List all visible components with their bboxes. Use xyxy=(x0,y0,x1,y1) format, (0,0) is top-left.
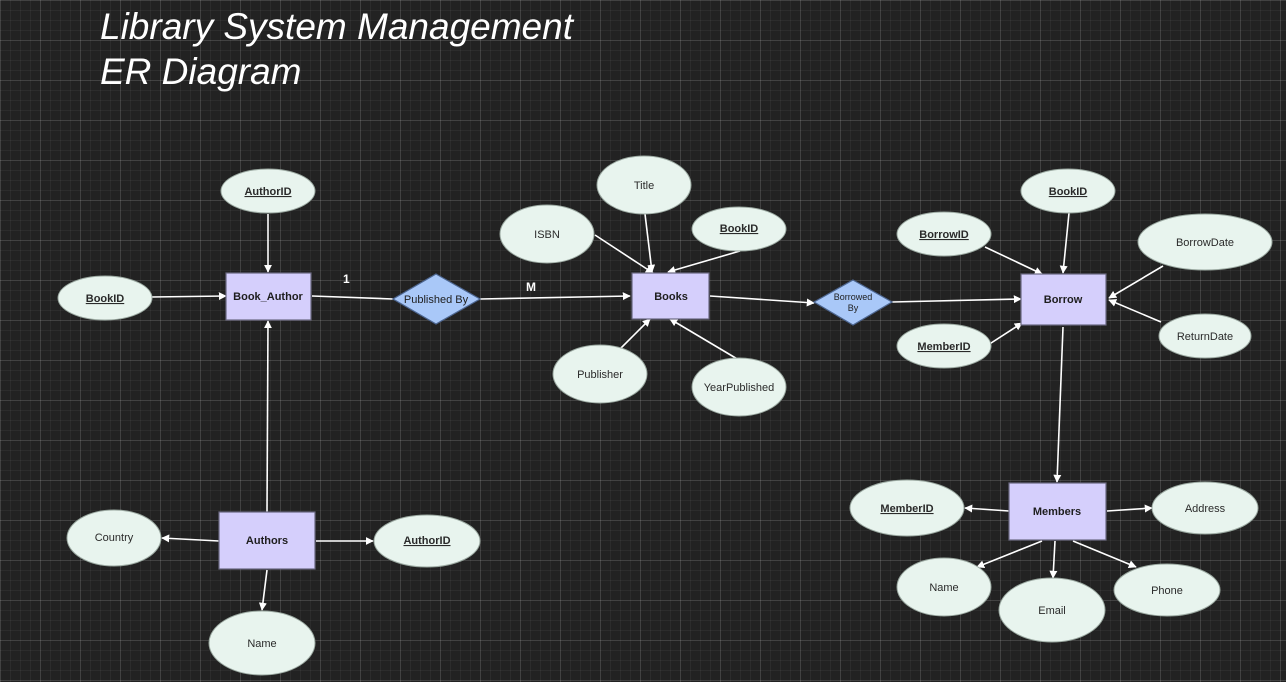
attribute-members-address-label: Address xyxy=(1185,503,1226,515)
relationship-borrowed-by[interactable]: Borrowed By xyxy=(812,279,894,326)
entity-book-author[interactable]: Book_Author xyxy=(225,272,312,321)
attribute-members-phone[interactable]: Phone xyxy=(1113,563,1221,617)
connector-authors-to-name xyxy=(258,569,268,611)
attribute-borrow-borrowdate[interactable]: BorrowDate xyxy=(1137,213,1273,271)
entity-books[interactable]: Books xyxy=(631,272,710,320)
connector-published-by-to-books xyxy=(479,292,631,301)
entity-borrow-label: Borrow xyxy=(1044,294,1083,306)
attribute-borrow-bookid[interactable]: BookID xyxy=(1020,168,1116,214)
connector-members-to-email xyxy=(1049,540,1058,579)
connector-books-to-borrowed-by xyxy=(709,295,815,307)
connector-borrowdate-to-borrow xyxy=(1108,265,1164,299)
attribute-borrow-borrowid-label: BorrowID xyxy=(919,229,969,241)
attribute-authors-country-label: Country xyxy=(95,532,134,544)
cardinality-many: M xyxy=(526,280,536,294)
attribute-authors-authorid-label: AuthorID xyxy=(403,535,450,547)
attribute-members-email[interactable]: Email xyxy=(998,577,1106,643)
connector-bookid-to-borrow xyxy=(1059,212,1070,274)
diagram-title-line-1: Library System Management xyxy=(100,6,573,47)
entity-authors[interactable]: Authors xyxy=(218,511,316,570)
entity-books-label: Books xyxy=(654,291,688,303)
attribute-books-title[interactable]: Title xyxy=(596,155,692,215)
attribute-members-email-label: Email xyxy=(1038,605,1066,617)
attribute-books-yearpublished[interactable]: YearPublished xyxy=(691,357,787,417)
attribute-borrow-returndate[interactable]: ReturnDate xyxy=(1158,313,1252,359)
connector-bookid-to-books xyxy=(667,250,741,274)
connector-returndate-to-borrow xyxy=(1108,299,1162,323)
relationship-published-by-label: Published By xyxy=(404,294,469,306)
connector-authors-to-book-author xyxy=(263,320,272,513)
entity-borrow[interactable]: Borrow xyxy=(1020,273,1107,326)
attribute-borrow-borrowid[interactable]: BorrowID xyxy=(896,211,992,257)
attribute-authors-name-label: Name xyxy=(247,638,276,650)
entity-book-author-label: Book_Author xyxy=(233,291,303,303)
attribute-books-isbn[interactable]: ISBN xyxy=(499,204,595,264)
attribute-members-phone-label: Phone xyxy=(1151,585,1183,597)
connectors xyxy=(150,212,1164,611)
attribute-members-address[interactable]: Address xyxy=(1151,481,1259,535)
connector-publisher-to-books xyxy=(618,318,651,351)
attribute-authors-name[interactable]: Name xyxy=(208,610,316,676)
attribute-members-memberid[interactable]: MemberID xyxy=(849,479,965,537)
connector-memberid-to-borrow xyxy=(987,322,1023,346)
connector-borrow-to-members xyxy=(1053,326,1064,483)
attribute-borrow-returndate-label: ReturnDate xyxy=(1177,331,1233,343)
attribute-members-name-label: Name xyxy=(929,582,958,594)
attribute-books-yearpublished-label: YearPublished xyxy=(704,382,775,394)
attribute-book-author-authorid-label: AuthorID xyxy=(244,186,291,198)
connector-borrowed-by-to-borrow xyxy=(891,295,1022,304)
diagram-title: Library System Management ER Diagram xyxy=(100,4,573,94)
connector-members-to-name xyxy=(976,540,1043,569)
connector-members-to-memberid xyxy=(964,504,1010,513)
attribute-borrow-memberid-label: MemberID xyxy=(917,341,970,353)
attribute-book-author-bookid-label: BookID xyxy=(86,293,125,305)
attribute-borrow-borrowdate-label: BorrowDate xyxy=(1176,237,1234,249)
attribute-books-publisher[interactable]: Publisher xyxy=(552,344,648,404)
entity-authors-label: Authors xyxy=(246,535,288,547)
connector-book-author-to-published-by xyxy=(311,295,394,300)
attribute-authors-country[interactable]: Country xyxy=(66,509,162,567)
connector-members-to-address xyxy=(1106,504,1153,513)
entity-members[interactable]: Members xyxy=(1008,482,1107,541)
attribute-members-name[interactable]: Name xyxy=(896,557,992,617)
attribute-authors-authorid[interactable]: AuthorID xyxy=(373,514,481,568)
connector-yearpublished-to-books xyxy=(669,318,740,361)
relationship-borrowed-by-label-line-2: By xyxy=(848,303,859,313)
connector-title-to-books xyxy=(644,213,656,273)
attribute-books-publisher-label: Publisher xyxy=(577,369,623,381)
attribute-borrow-bookid-label: BookID xyxy=(1049,186,1088,198)
connector-bookid-to-book-author xyxy=(150,292,227,301)
diagram-title-line-2: ER Diagram xyxy=(100,51,302,92)
cardinality-one: 1 xyxy=(343,272,350,286)
attribute-book-author-bookid[interactable]: BookID xyxy=(57,275,153,321)
connector-isbn-to-books xyxy=(594,234,654,274)
attribute-borrow-memberid[interactable]: MemberID xyxy=(896,323,992,369)
attribute-books-isbn-label: ISBN xyxy=(534,229,560,241)
connector-authors-to-country xyxy=(161,534,220,543)
connector-borrowid-to-borrow xyxy=(984,246,1043,275)
attribute-members-memberid-label: MemberID xyxy=(880,503,933,515)
relationship-borrowed-by-label-line-1: Borrowed xyxy=(834,292,873,302)
attribute-books-bookid[interactable]: BookID xyxy=(691,206,787,252)
connector-members-to-phone xyxy=(1072,540,1137,568)
relationship-published-by[interactable]: Published By xyxy=(391,273,482,325)
attribute-book-author-authorid[interactable]: AuthorID xyxy=(220,168,316,214)
attribute-books-title-label: Title xyxy=(634,180,654,192)
attribute-books-bookid-label: BookID xyxy=(720,223,759,235)
entity-members-label: Members xyxy=(1033,506,1081,518)
